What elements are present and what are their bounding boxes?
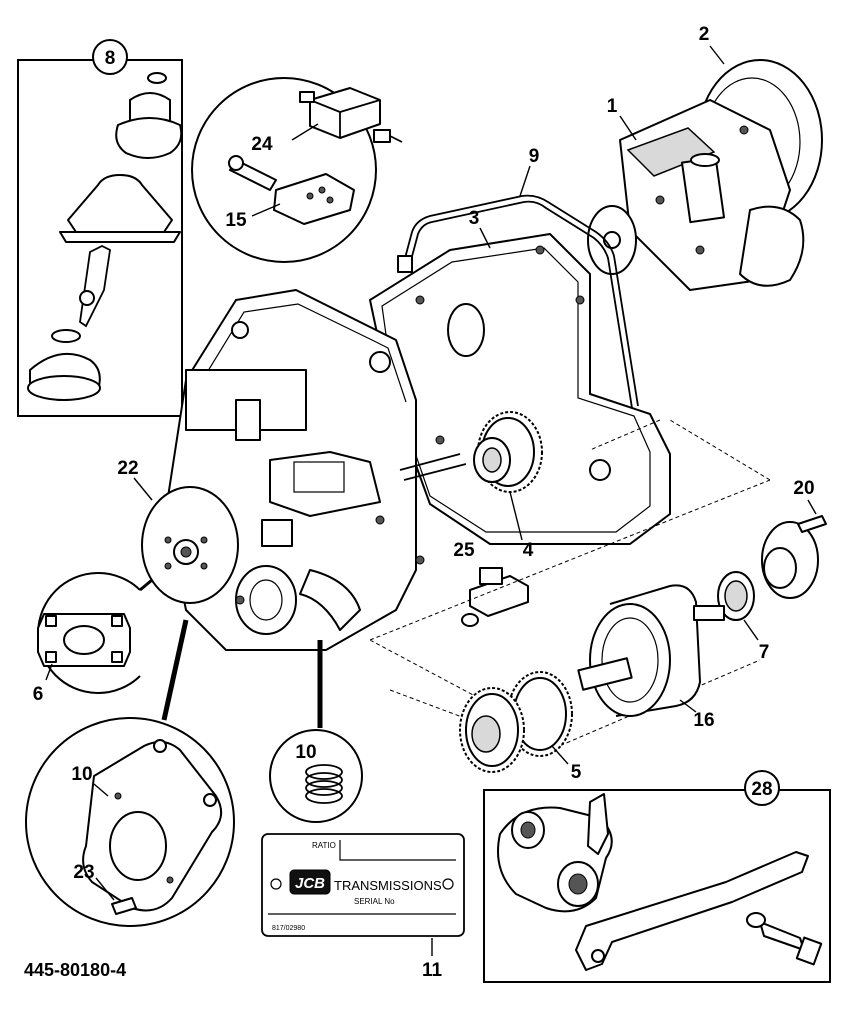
callout-15: 15 bbox=[225, 210, 247, 231]
sensor-25 bbox=[461, 567, 529, 627]
plate-ratio-label: RATIO bbox=[312, 841, 336, 850]
detail-circle-solenoids: 24 15 bbox=[191, 77, 403, 263]
spring bbox=[305, 764, 343, 804]
callout-16: 16 bbox=[693, 710, 714, 731]
detail-circle-12 bbox=[25, 717, 235, 927]
callout-25: 25 bbox=[453, 540, 475, 561]
disc-22 bbox=[141, 486, 239, 604]
callout-24: 24 bbox=[251, 134, 273, 155]
callout-10: 10 bbox=[295, 742, 316, 763]
data-plate-11: RATIO JCB TRANSMISSIONS SERIAL No 817/02… bbox=[261, 833, 465, 937]
callout-22: 22 bbox=[117, 458, 138, 479]
detail-circle-6 bbox=[37, 572, 153, 694]
detail-box-8: 8 bbox=[17, 39, 266, 444]
gear-lever-boot-assembly bbox=[27, 72, 183, 401]
valve-block-15 bbox=[228, 155, 355, 225]
solenoid-valve-24 bbox=[299, 87, 403, 143]
callout-2: 2 bbox=[699, 24, 710, 45]
bracket-assembly bbox=[497, 793, 823, 971]
callout-8: 8 bbox=[105, 48, 116, 69]
pump-and-converter-assembly bbox=[587, 59, 823, 291]
plate-brand-text: TRANSMISSIONS bbox=[334, 878, 442, 893]
callout-9: 9 bbox=[529, 146, 540, 167]
gear-cluster-5 bbox=[459, 671, 573, 773]
callout-20: 20 bbox=[793, 478, 814, 499]
callout-7: 7 bbox=[759, 642, 770, 663]
callout-5: 5 bbox=[571, 762, 582, 783]
callout-1: 1 bbox=[607, 96, 618, 117]
callout-12: 10 bbox=[71, 764, 92, 785]
svg-text:JCB: JCB bbox=[295, 875, 325, 892]
callout-3: 3 bbox=[469, 208, 480, 229]
callout-6: 6 bbox=[33, 684, 44, 705]
gear-4 bbox=[473, 411, 543, 493]
detail-circle-10 bbox=[269, 729, 363, 823]
drawing-number: 445-80180-4 bbox=[24, 960, 126, 980]
callout-23: 23 bbox=[73, 862, 94, 883]
callout-4: 4 bbox=[523, 540, 534, 561]
callout-11: 11 bbox=[422, 960, 443, 981]
detail-box-28: 28 bbox=[483, 770, 831, 983]
flange-20 bbox=[761, 515, 827, 599]
jcb-logo: JCB bbox=[289, 869, 331, 895]
plate-serial-label: SERIAL No bbox=[354, 897, 395, 906]
plate-part-code: 817/02980 bbox=[272, 925, 305, 932]
callout-28: 28 bbox=[751, 779, 772, 800]
housing-3 bbox=[369, 233, 671, 545]
seal-7 bbox=[717, 571, 755, 621]
clutch-drum-16 bbox=[577, 584, 725, 717]
